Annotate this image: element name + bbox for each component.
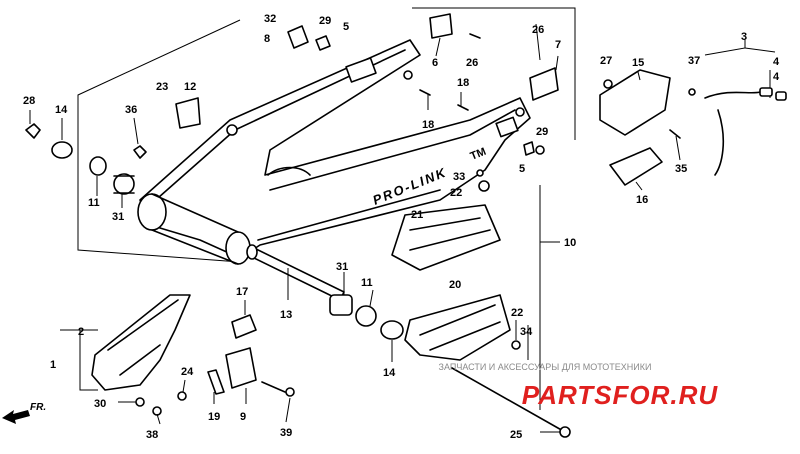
callout-1: 1 xyxy=(50,359,56,371)
callout-11b: 11 xyxy=(361,277,373,289)
callout-34: 34 xyxy=(520,326,533,338)
callout-8: 8 xyxy=(264,33,270,45)
chain-case xyxy=(91,294,191,391)
callout-7: 7 xyxy=(555,39,561,51)
rear-slider xyxy=(599,69,696,186)
callout-14: 14 xyxy=(55,104,68,116)
callout-37: 37 xyxy=(688,55,700,67)
chain-guide xyxy=(404,294,511,361)
chain-slider xyxy=(391,204,501,271)
callout-15: 15 xyxy=(632,57,644,69)
callout-31b: 31 xyxy=(336,261,348,273)
callout-3: 3 xyxy=(741,31,747,43)
drive-chain xyxy=(704,87,787,176)
watermark-brand: PARTSFOR.RU xyxy=(522,380,719,410)
callout-38: 38 xyxy=(146,429,158,441)
callout-4b: 4 xyxy=(773,71,780,83)
bearings-right xyxy=(329,294,404,340)
callout-5b: 5 xyxy=(519,163,525,175)
callout-32: 32 xyxy=(264,13,276,25)
callout-26: 26 xyxy=(466,57,478,69)
callout-16: 16 xyxy=(636,194,648,206)
callout-18b: 18 xyxy=(457,77,469,89)
callout-28: 28 xyxy=(23,95,35,107)
callout-23: 23 xyxy=(156,81,168,93)
callout-13: 13 xyxy=(280,309,292,321)
callout-27: 27 xyxy=(600,55,612,67)
callout-14b: 14 xyxy=(383,367,396,379)
direction-label: FR. xyxy=(30,402,46,413)
watermark: ЗАПЧАСТИ И АКСЕССУАРЫ ДЛЯ МОТОТЕХНИКИ PA… xyxy=(439,362,719,410)
callout-12: 12 xyxy=(184,81,196,93)
front-direction-arrow: FR. xyxy=(2,402,46,424)
callout-11: 11 xyxy=(88,197,100,209)
pro-link-tm: TM xyxy=(469,146,488,163)
watermark-caption: ЗАПЧАСТИ И АКСЕССУАРЫ ДЛЯ МОТОТЕХНИКИ xyxy=(439,362,652,372)
callout-30: 30 xyxy=(94,398,106,410)
guide-bolt xyxy=(451,367,571,438)
callout-22b: 22 xyxy=(511,307,523,319)
callout-21: 21 xyxy=(411,209,423,221)
callout-22: 22 xyxy=(450,187,462,199)
callout-6: 6 xyxy=(432,57,438,69)
callout-19: 19 xyxy=(208,411,220,423)
callout-39: 39 xyxy=(280,427,292,439)
bearings-left xyxy=(25,123,147,195)
callout-4: 4 xyxy=(773,56,780,68)
bracket-lines xyxy=(60,7,776,410)
callout-35: 35 xyxy=(675,163,687,175)
callout-31: 31 xyxy=(112,211,124,223)
callout-33: 33 xyxy=(453,171,465,183)
callout-5: 5 xyxy=(343,21,349,33)
callout-9: 9 xyxy=(240,411,246,423)
callout-25: 25 xyxy=(510,429,522,441)
swingarm: PRO-LINK TM xyxy=(137,39,531,265)
callouts: 1 2 3 4 4 5 5 6 7 8 9 10 11 11 12 13 14 … xyxy=(23,13,780,441)
callout-leaders xyxy=(29,23,681,433)
callout-10: 10 xyxy=(564,237,576,249)
callout-17: 17 xyxy=(236,286,248,298)
pivot-shaft xyxy=(246,244,345,301)
callout-24: 24 xyxy=(181,366,194,378)
callout-18: 18 xyxy=(422,119,434,131)
callout-2: 2 xyxy=(78,326,84,338)
callout-36: 36 xyxy=(125,104,137,116)
callout-29: 29 xyxy=(319,15,331,27)
callout-26b: 26 xyxy=(532,24,544,36)
small-parts xyxy=(135,13,559,416)
callout-29b: 29 xyxy=(536,126,548,138)
callout-20: 20 xyxy=(449,279,461,291)
